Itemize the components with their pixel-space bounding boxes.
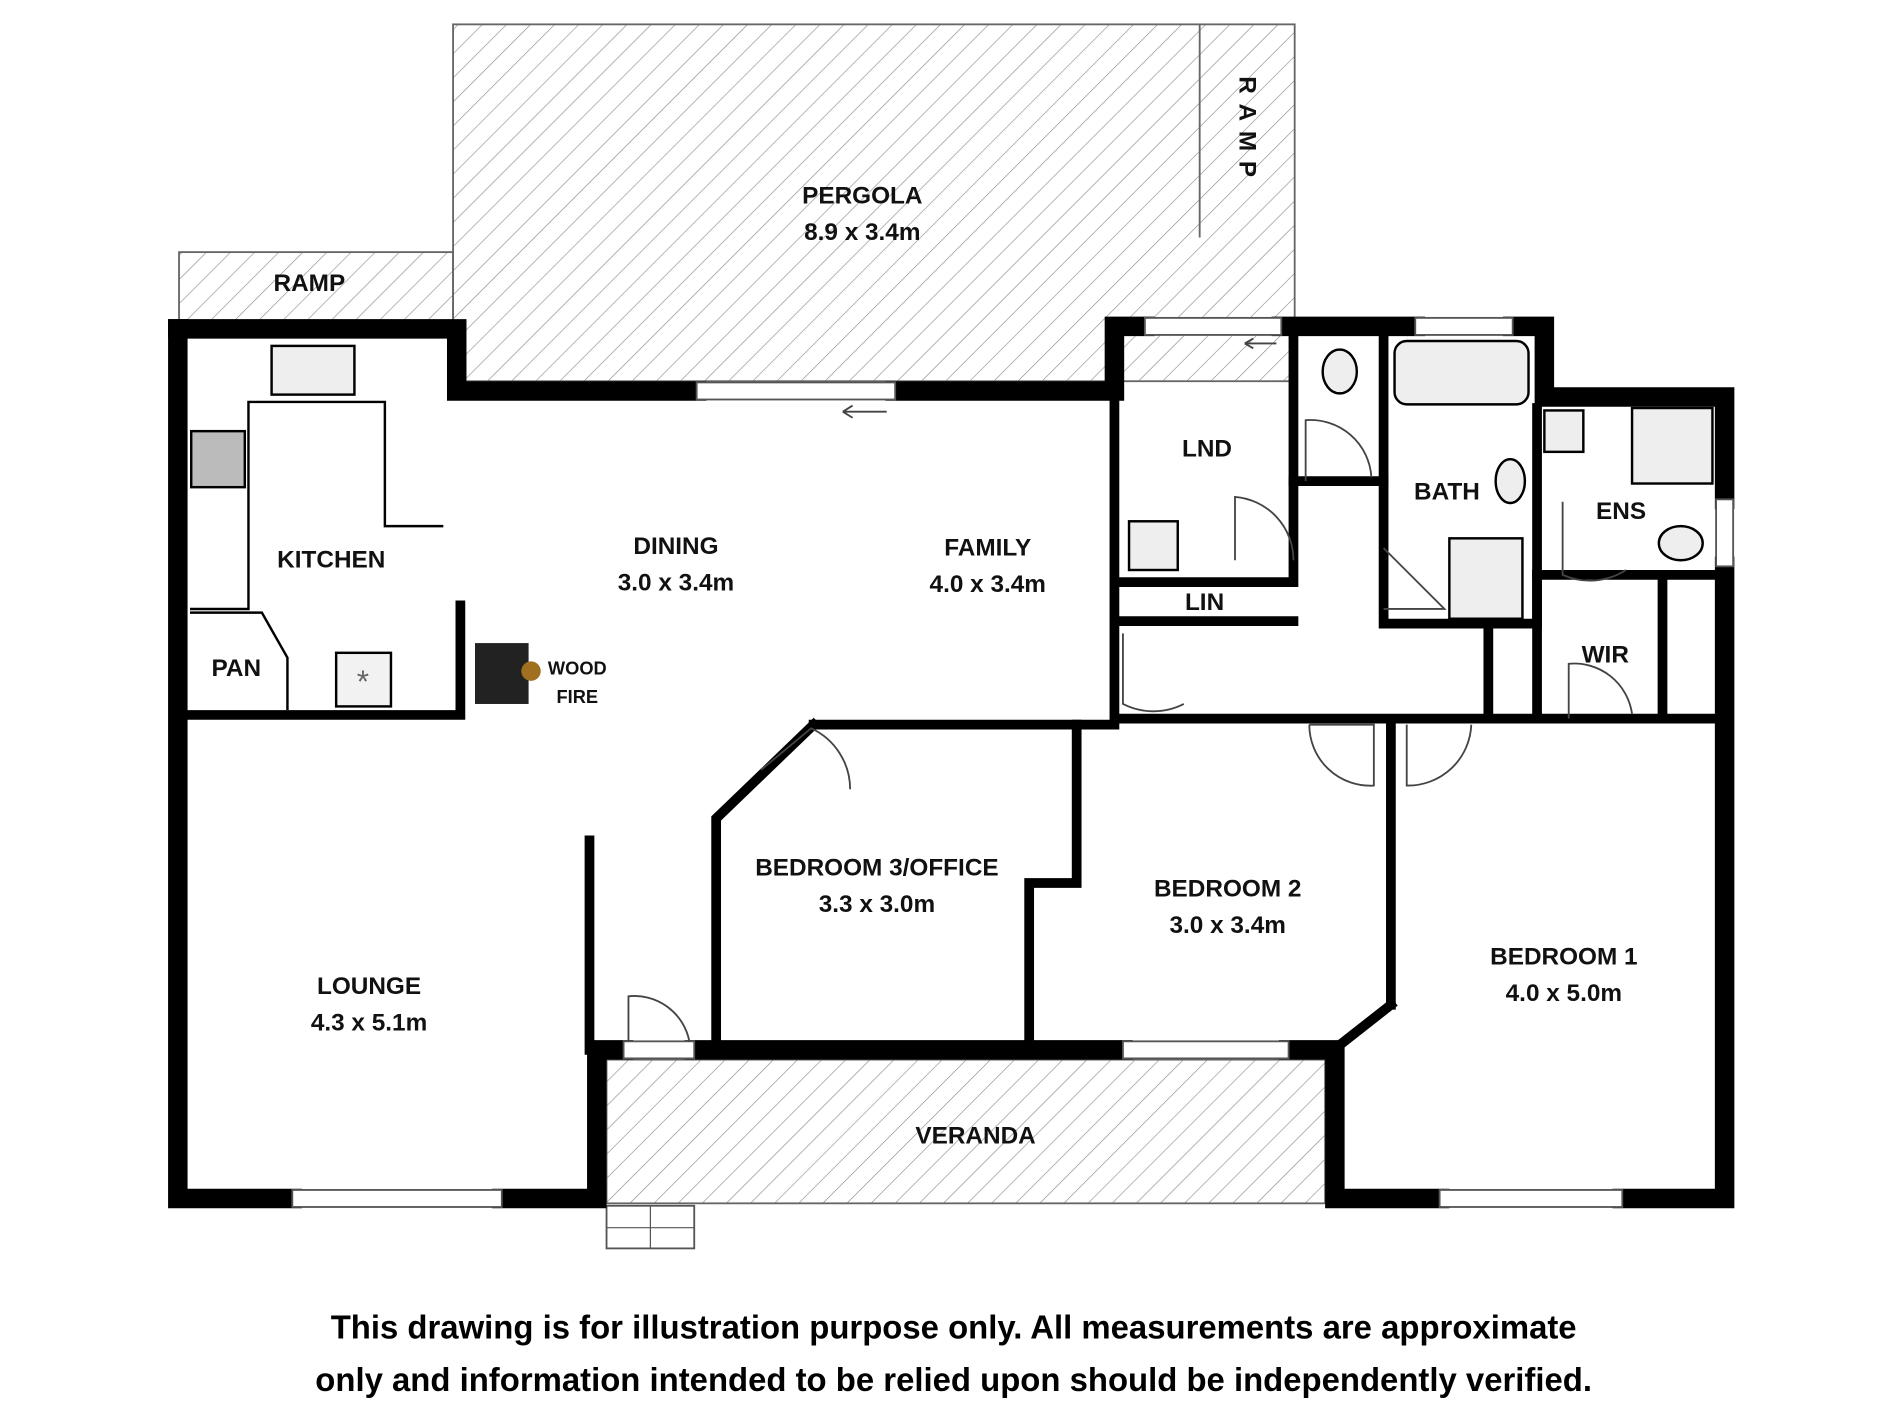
cooker-icon [334, 651, 393, 708]
kitchen-label: KITCHEN [277, 547, 385, 574]
veranda-label: VERANDA [915, 1123, 1035, 1150]
disclaimer-line-1: This drawing is for illustration purpose… [331, 1309, 1577, 1346]
window [1122, 1040, 1290, 1060]
kitchen-benches: * [189, 344, 444, 711]
sink-icon [270, 344, 356, 396]
pergola-label: PERGOLA [802, 182, 922, 209]
pan-label: PAN [211, 655, 261, 682]
shower-icon [1630, 406, 1714, 485]
svg-text:*: * [357, 663, 369, 699]
bedroom2-label: BEDROOM 2 [1154, 875, 1301, 902]
pergola-size: 8.9 x 3.4m [804, 219, 920, 246]
bedroom3-label: BEDROOM 3/OFFICE [755, 855, 998, 882]
toilet-icon [1321, 348, 1359, 395]
window [695, 381, 897, 401]
wood-fire-label: WOOD [548, 658, 607, 679]
family-label: FAMILY [944, 534, 1031, 561]
ramp-area [178, 251, 454, 322]
bedroom3-size: 3.3 x 3.0m [819, 891, 935, 918]
doors [627, 337, 1633, 1042]
cooktop-icon [190, 429, 247, 489]
exterior-walls [168, 316, 1735, 1209]
door-opening [622, 1040, 696, 1060]
bedroom1-size: 4.0 x 5.0m [1506, 980, 1622, 1007]
basin-icon [1494, 457, 1527, 505]
lnd-label: LND [1182, 436, 1232, 463]
window [1414, 316, 1514, 336]
wir-label: WIR [1582, 642, 1630, 669]
bedroom2-size: 3.0 x 3.4m [1169, 912, 1285, 939]
lounge-size: 4.3 x 5.1m [311, 1009, 427, 1036]
bedroom1-label: BEDROOM 1 [1490, 944, 1637, 971]
steps [605, 1204, 696, 1250]
toilet-icon [1657, 524, 1704, 562]
lin-label: LIN [1185, 589, 1224, 616]
bathtub-icon [1393, 339, 1530, 406]
bath-label: BATH [1414, 478, 1480, 505]
trough-icon [1127, 520, 1179, 572]
dining-label: DINING [633, 533, 718, 560]
family-size: 4.0 x 3.4m [930, 571, 1046, 598]
ens-label: ENS [1596, 498, 1646, 525]
dining-size: 3.0 x 3.4m [618, 570, 734, 597]
basin-icon [1543, 409, 1585, 454]
ramp-vertical-label: RAMP [1234, 76, 1261, 187]
veranda-area [605, 1058, 1327, 1205]
disclaimer-line-2: only and information intended to be reli… [315, 1361, 1592, 1398]
window [1438, 1189, 1624, 1208]
window [1143, 316, 1283, 336]
window [291, 1189, 503, 1208]
shower-icon [1448, 537, 1524, 620]
fixtures [1127, 339, 1714, 620]
interior-walls [172, 321, 1730, 1055]
lounge-label: LOUNGE [317, 973, 421, 1000]
ramp-label: RAMP [274, 270, 346, 297]
window [1715, 498, 1735, 568]
wood-fire-label-2: FIRE [557, 686, 599, 707]
wood-fire-icon [475, 643, 541, 704]
